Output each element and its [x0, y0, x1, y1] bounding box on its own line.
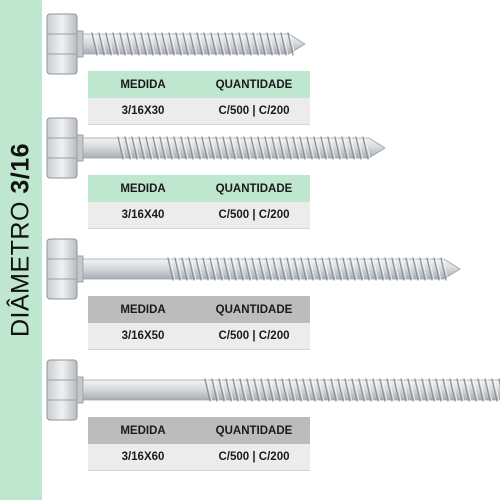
- screw-3: [46, 238, 461, 300]
- measure-header: MEDIDA: [88, 175, 198, 202]
- measure-value: 3/16X60: [88, 444, 198, 471]
- spec-table-3: MEDIDA QUANTIDADE 3/16X50 C/500 | C/200: [88, 296, 310, 350]
- measure-value: 3/16X40: [88, 202, 198, 229]
- measure-value: 3/16X30: [88, 98, 198, 125]
- quantity-header: QUANTIDADE: [198, 296, 310, 323]
- quantity-header: QUANTIDADE: [198, 417, 310, 444]
- screw-4: [46, 359, 500, 421]
- spec-header-row: MEDIDA QUANTIDADE: [88, 71, 310, 98]
- screw-head: [46, 117, 78, 179]
- spec-header-row: MEDIDA QUANTIDADE: [88, 417, 310, 444]
- spec-header-row: MEDIDA QUANTIDADE: [88, 175, 310, 202]
- spec-header-row: MEDIDA QUANTIDADE: [88, 296, 310, 323]
- spec-value-row: 3/16X50 C/500 | C/200: [88, 323, 310, 350]
- measure-header: MEDIDA: [88, 296, 198, 323]
- measure-value: 3/16X50: [88, 323, 198, 350]
- screw-2: [46, 117, 386, 179]
- quantity-value: C/500 | C/200: [198, 444, 310, 471]
- screw-head: [46, 359, 78, 421]
- quantity-value: C/500 | C/200: [198, 323, 310, 350]
- measure-header: MEDIDA: [88, 417, 198, 444]
- spec-table-2: MEDIDA QUANTIDADE 3/16X40 C/500 | C/200: [88, 175, 310, 229]
- side-band: [0, 0, 42, 500]
- spec-table-1: MEDIDA QUANTIDADE 3/16X30 C/500 | C/200: [88, 71, 310, 125]
- quantity-header: QUANTIDADE: [198, 175, 310, 202]
- measure-header: MEDIDA: [88, 71, 198, 98]
- screw-head: [46, 13, 78, 75]
- screw-head: [46, 238, 78, 300]
- quantity-value: C/500 | C/200: [198, 98, 310, 125]
- screw-1: [46, 13, 306, 75]
- quantity-header: QUANTIDADE: [198, 71, 310, 98]
- quantity-value: C/500 | C/200: [198, 202, 310, 229]
- spec-value-row: 3/16X40 C/500 | C/200: [88, 202, 310, 229]
- spec-value-row: 3/16X30 C/500 | C/200: [88, 98, 310, 125]
- spec-table-4: MEDIDA QUANTIDADE 3/16X60 C/500 | C/200: [88, 417, 310, 471]
- spec-value-row: 3/16X60 C/500 | C/200: [88, 444, 310, 471]
